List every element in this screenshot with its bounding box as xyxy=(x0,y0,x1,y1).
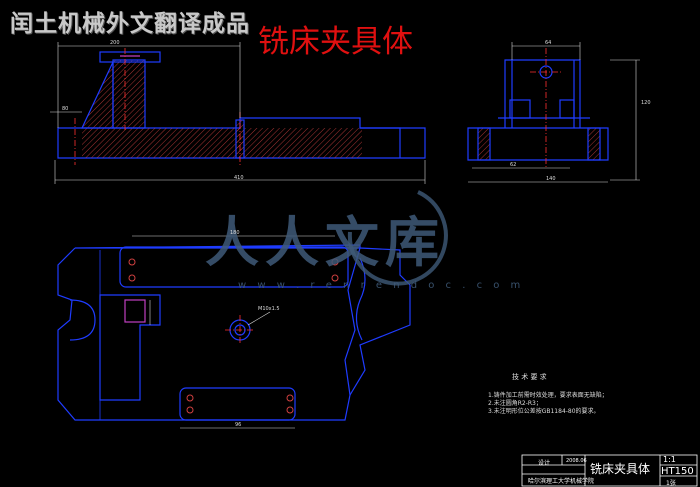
watermark-ring xyxy=(347,190,448,286)
note-item: 3.未注明形位公差按GB1184-80的要求。 xyxy=(488,408,600,415)
title-block xyxy=(521,454,698,487)
title-block-material: HT150 xyxy=(661,466,694,477)
plan-centerlines xyxy=(225,315,255,345)
title-block-school: 哈尔滨理工大学机械学院 xyxy=(528,478,595,485)
title-block-date: 2008.06 xyxy=(566,458,587,464)
front-view-centerlines xyxy=(74,48,241,165)
side-view-dimensions xyxy=(468,42,640,183)
drawing-title: 铣床夹具体 xyxy=(258,24,413,60)
side-view xyxy=(467,59,609,161)
watermark-title: 闰土机械外文翻译成品 xyxy=(10,11,250,37)
title-block-scale: 1:1 xyxy=(663,455,676,464)
title-block-name: 铣床夹具体 xyxy=(590,462,651,476)
dim-label: 62 xyxy=(510,162,517,168)
dim-label: 200 xyxy=(110,40,120,46)
dim-label: 410 xyxy=(234,175,244,181)
dim-label: 80 xyxy=(62,106,69,112)
side-view-centerlines xyxy=(530,48,562,168)
dim-label: 140 xyxy=(546,176,556,182)
note-item: 1.铸件加工前需时效处理，要求表面无缺陷； xyxy=(488,392,608,399)
front-view-dimensions xyxy=(50,42,426,184)
front-view xyxy=(57,51,426,159)
watermark-brand: 人人文库 xyxy=(205,211,445,274)
plan-dimensions xyxy=(132,235,335,429)
dim-label: 180 xyxy=(230,230,240,236)
dim-label: 64 xyxy=(545,40,552,46)
dim-label: 120 xyxy=(641,100,651,106)
watermark-url: w w w . r e n r e n d o c . c o m xyxy=(238,280,525,291)
title-block-sheet: 1张 xyxy=(666,480,676,487)
notes-title: 技 术 要 求 xyxy=(512,373,547,381)
title-block-designer: 设计 xyxy=(538,460,551,467)
dim-label: M10x1.5 xyxy=(258,306,280,312)
note-item: 2.未注圆角R2-R3； xyxy=(488,400,542,407)
dim-label: 96 xyxy=(235,422,242,428)
plan-holes xyxy=(128,258,339,414)
